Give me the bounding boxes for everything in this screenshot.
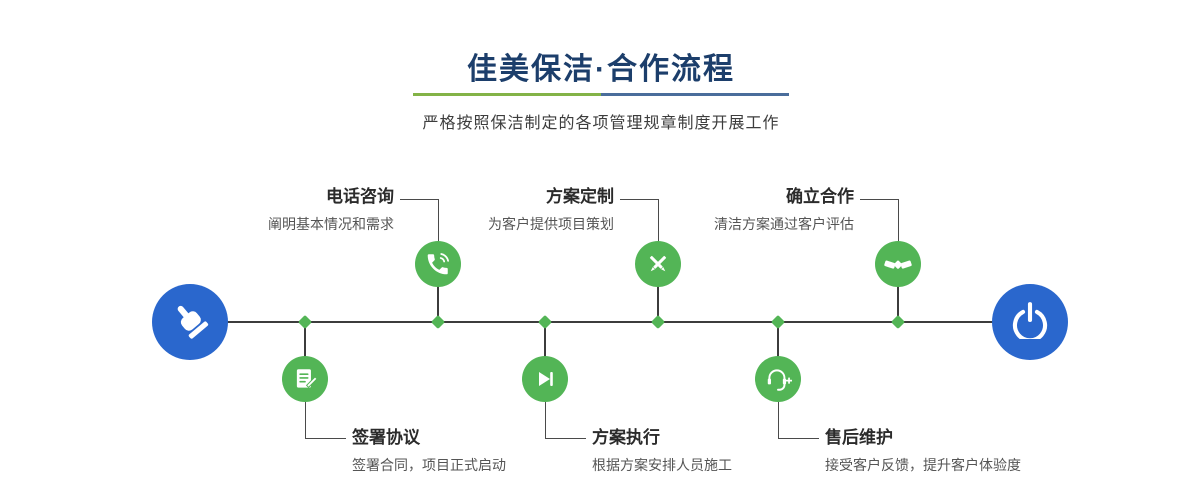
step-description: 根据方案安排人员施工: [592, 457, 732, 473]
divider-blue-segment: [601, 93, 789, 96]
connector-line: [400, 199, 439, 242]
step-description: 接受客户反馈，提升客户体验度: [825, 457, 1021, 473]
step-description: 清洁方案通过客户评估: [714, 216, 854, 232]
timeline-start-node: [152, 284, 228, 360]
contract-icon: [282, 356, 328, 402]
connector-line: [777, 322, 779, 379]
step-title: 确立合作: [786, 187, 854, 206]
step-title: 售后维护: [825, 428, 893, 447]
connector-line: [437, 264, 439, 322]
phone-icon: [415, 241, 461, 287]
connector-line: [304, 322, 306, 379]
divider-green-segment: [413, 93, 601, 96]
connector-line: [620, 199, 659, 242]
step-title: 签署协议: [352, 428, 420, 447]
step-label: 方案执行 根据方案安排人员施工: [592, 427, 912, 474]
play-icon: [522, 356, 568, 402]
connector-line: [897, 264, 899, 322]
connector-line: [545, 402, 586, 439]
step-description: 为客户提供项目策划: [488, 216, 614, 232]
connector-line: [860, 199, 899, 242]
step-label: 电话咨询 阐明基本情况和需求: [134, 186, 394, 233]
step-label: 方案定制 为客户提供项目策划: [354, 186, 614, 233]
page-subtitle: 严格按照保洁制定的各项管理规章制度开展工作: [422, 115, 780, 132]
timeline-line: [190, 321, 1030, 323]
step-title: 电话咨询: [326, 187, 394, 206]
step-label: 售后维护 接受客户反馈，提升客户体验度: [825, 427, 1145, 474]
headset-icon: [755, 356, 801, 402]
pointer-hand-icon: [169, 299, 211, 346]
timeline-diamond-node: [770, 314, 786, 330]
page-title: 佳美保洁·合作流程: [467, 53, 735, 86]
connector-line: [778, 402, 819, 439]
timeline-diamond-node: [430, 314, 446, 330]
step-label: 确立合作 清洁方案通过客户评估: [594, 186, 854, 233]
step-description: 签署合同，项目正式启动: [352, 457, 506, 473]
timeline-diamond-node: [650, 314, 666, 330]
connector-line: [305, 402, 346, 439]
title-divider: [413, 93, 789, 96]
timeline-diamond-node: [890, 314, 906, 330]
step-label: 签署协议 签署合同，项目正式启动: [352, 427, 672, 474]
pencil-icon: [635, 241, 681, 287]
step-title: 方案定制: [546, 187, 614, 206]
power-icon: [1011, 301, 1049, 344]
connector-line: [657, 264, 659, 322]
timeline-diamond-node: [297, 314, 313, 330]
handshake-icon: [875, 241, 921, 287]
step-description: 阐明基本情况和需求: [268, 216, 394, 232]
timeline-diamond-node: [537, 314, 553, 330]
step-title: 方案执行: [592, 428, 660, 447]
connector-line: [544, 322, 546, 379]
timeline-end-node: [992, 284, 1068, 360]
